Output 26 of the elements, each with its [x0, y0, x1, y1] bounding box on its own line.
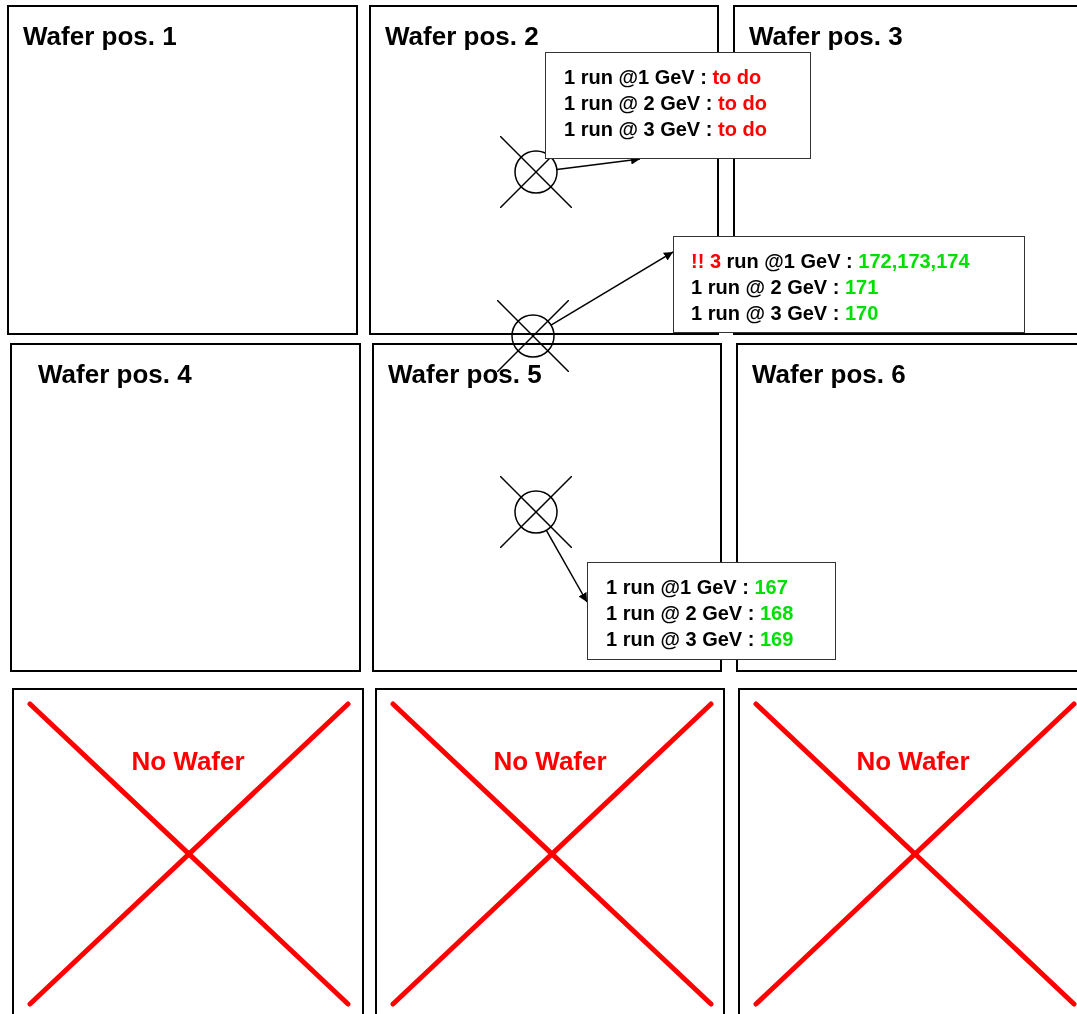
run-status-line: 1 run @ 2 GeV : 171 — [691, 275, 880, 300]
run-status-line: 1 run @ 3 GeV : 169 — [606, 627, 795, 652]
target-marker — [500, 476, 572, 548]
arrow — [545, 529, 588, 603]
wafer-panel — [10, 343, 361, 672]
no-wafer-label: No Wafer — [492, 746, 608, 777]
panel-heading: Wafer pos. 3 — [749, 21, 903, 52]
callout-box — [545, 52, 811, 159]
callout-box — [587, 562, 836, 660]
no-wafer-label: No Wafer — [130, 746, 246, 777]
callout-box — [673, 236, 1025, 333]
arrow — [550, 251, 674, 326]
panel-heading: Wafer pos. 5 — [388, 359, 542, 390]
run-status-line: 1 run @1 GeV : to do — [564, 65, 763, 90]
run-status-line: 1 run @1 GeV : 167 — [606, 575, 789, 600]
panel-heading: Wafer pos. 4 — [38, 359, 192, 390]
panel-heading: Wafer pos. 2 — [385, 21, 539, 52]
run-status-line: 1 run @ 2 GeV : to do — [564, 91, 768, 116]
run-status-line: !! 3 run @1 GeV : 172,173,174 — [691, 249, 971, 274]
run-status-line: 1 run @ 3 GeV : 170 — [691, 301, 880, 326]
no-wafer-label: No Wafer — [855, 746, 971, 777]
wafer-panel — [7, 5, 358, 335]
panel-heading: Wafer pos. 6 — [752, 359, 906, 390]
panel-heading: Wafer pos. 1 — [23, 21, 177, 52]
run-status-line: 1 run @ 3 GeV : to do — [564, 117, 768, 142]
run-status-line: 1 run @ 2 GeV : 168 — [606, 601, 795, 626]
